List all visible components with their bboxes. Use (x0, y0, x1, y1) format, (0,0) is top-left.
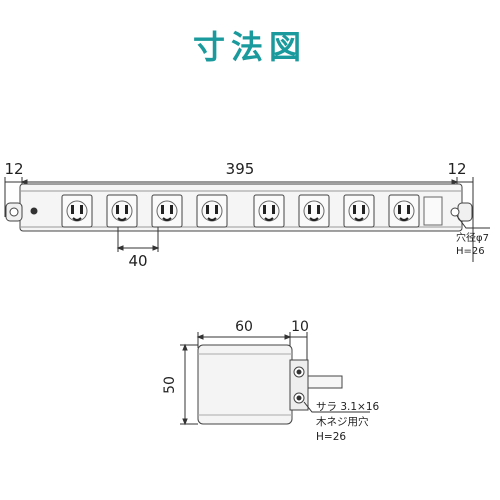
screw-note-size: サラ 3.1×16 (316, 401, 380, 413)
outlet-4 (196, 194, 228, 228)
dim-right-label: 12 (447, 160, 466, 178)
outlet-slot-icon (353, 205, 356, 214)
mount-hole-left-icon (9, 207, 19, 217)
outlet-face (388, 194, 420, 228)
outlet-face (196, 194, 228, 228)
page-title: 寸法図 (192, 28, 307, 66)
outlet-8 (388, 194, 420, 228)
screw-note-type: 木ネジ用穴 (316, 415, 369, 428)
side-dim-height-arrows (182, 343, 188, 426)
outlet-5 (253, 194, 285, 228)
pitch-arrows (116, 245, 160, 251)
dim-total-label: 395 (226, 160, 255, 178)
dim-left-label: 12 (4, 160, 23, 178)
indicator-lamp-icon (30, 207, 38, 215)
outlet-slot-icon (80, 205, 83, 214)
outlet-face (343, 194, 375, 228)
outlet-face (253, 194, 285, 228)
outlet-face (298, 194, 330, 228)
outlet-face (61, 194, 93, 228)
dim-pitch-label: 40 (128, 252, 147, 270)
mount-hole-right-icon (450, 207, 460, 217)
outlet-slot-icon (170, 205, 173, 214)
outlet-slot-icon (407, 205, 410, 214)
outlet-slot-icon (308, 205, 311, 214)
outlet-6 (298, 194, 330, 228)
switch-window (423, 196, 443, 226)
outlet-2 (106, 194, 138, 228)
side-dim-width-arrows (196, 334, 292, 340)
dim-arrows-total (20, 179, 459, 185)
outlet-slot-icon (116, 205, 119, 214)
outlet-slot-icon (398, 205, 401, 214)
hole-note-height: H=26 (456, 246, 485, 257)
outlet-ground-icon (309, 217, 319, 221)
hole-leader (456, 215, 490, 229)
outlet-ground-icon (354, 217, 364, 221)
outlet-1 (61, 194, 93, 228)
outlet-ground-icon (162, 217, 172, 221)
outlet-group (61, 194, 420, 228)
side-view (180, 332, 370, 426)
outlet-slot-icon (206, 205, 209, 214)
outlet-slot-icon (215, 205, 218, 214)
outlet-ground-icon (207, 217, 217, 221)
outlet-slot-icon (161, 205, 164, 214)
screw-leader (303, 401, 370, 413)
power-cord (307, 375, 343, 389)
outlet-slot-icon (272, 205, 275, 214)
side-dim-mount-label: 10 (291, 319, 309, 335)
outlet-ground-icon (264, 217, 274, 221)
outlet-face (106, 194, 138, 228)
outlet-7 (343, 194, 375, 228)
bracket-screw-top-center-icon (296, 369, 302, 375)
outlet-slot-icon (71, 205, 74, 214)
bracket-screw-bottom-center-icon (296, 395, 302, 401)
screw-note-height: H=26 (316, 431, 346, 443)
hole-note-diameter: 穴径φ7 (456, 231, 489, 244)
side-body (197, 344, 293, 425)
outlet-3 (151, 194, 183, 228)
side-dim-height-label: 50 (162, 376, 178, 394)
outlet-ground-icon (399, 217, 409, 221)
outlet-slot-icon (263, 205, 266, 214)
outlet-slot-icon (125, 205, 128, 214)
outlet-ground-icon (72, 217, 82, 221)
outlet-face (151, 194, 183, 228)
outlet-ground-icon (117, 217, 127, 221)
outlet-slot-icon (362, 205, 365, 214)
side-dim-width-label: 60 (235, 319, 253, 335)
outlet-slot-icon (317, 205, 320, 214)
mount-tab-right (457, 202, 473, 222)
